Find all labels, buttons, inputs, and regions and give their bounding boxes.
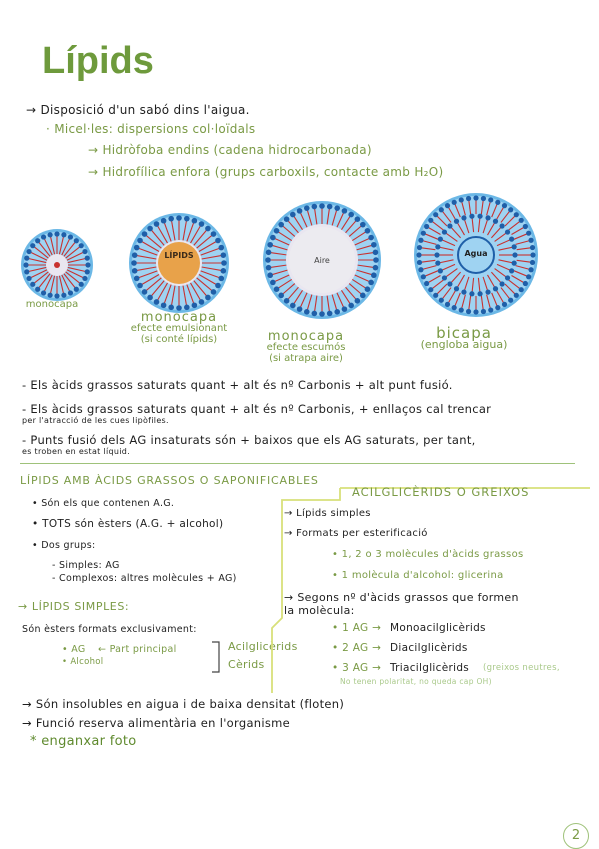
page-title: Lípids	[42, 40, 154, 82]
intro-line-1: → Disposició d'un sabó dins l'aigua.	[26, 103, 250, 117]
left-bullet-3: • Dos grups:	[32, 540, 96, 551]
diagram-3-sublabel: efecte escumós	[266, 342, 346, 353]
fact-1: - Els àcids grassos saturats quant + alt…	[22, 378, 453, 392]
right-line-1: → Lípids simples	[284, 508, 371, 519]
micelle-diagram-1	[21, 229, 93, 301]
diagram-3-note: (si atrapa aire)	[269, 353, 343, 364]
right-box	[271, 487, 590, 693]
left-subheading: → LÍPIDS SIMPLES:	[18, 600, 130, 613]
diagram-2-sublabel: efecte emulsionant	[130, 323, 228, 334]
intro-line-4: → Hidrofílica enfora (grups carboxils, c…	[88, 165, 444, 179]
left-simple-desc: Són èsters formats exclusivament:	[22, 624, 197, 635]
right-tri-note: (greixos neutres,	[483, 663, 560, 673]
diagram-4-note: (engloba aigua)	[420, 338, 508, 351]
left-alcohol: • Alcohol	[62, 657, 104, 667]
right-line-5-continued: la molècula:	[284, 604, 355, 617]
right-di-name: Diacilglicèrids	[390, 642, 468, 654]
diagram-1-label: monocapa	[25, 299, 79, 310]
diagram-2-note: (si conté lípids)	[140, 334, 218, 345]
diagram-2-label: monocapa	[140, 310, 218, 325]
diagram-2-inner-label: LÍPIDS	[164, 251, 194, 260]
section-divider	[20, 463, 575, 464]
right-mono-name: Monoacilglicèrids	[390, 622, 486, 634]
right-mono-count: • 1 AG →	[332, 622, 382, 634]
micelle-diagram-4	[414, 193, 538, 317]
right-tri-note-2: No tenen polaritat, no queda cap OH)	[340, 677, 492, 686]
micelle-diagram-2	[129, 213, 229, 313]
diagram-3-caption: monocapa efecte escumós (si atrapa aire)	[244, 329, 368, 364]
footer-line-2: → Funció reserva alimentària en l'organi…	[22, 716, 291, 730]
diagram-3-inner-label: Aire	[314, 256, 330, 265]
left-heading: LÍPIDS AMB ÀCIDS GRASSOS O SAPONIFICABLE…	[20, 474, 319, 487]
intro-line-3: → Hidròfoba endins (cadena hidrocarbonad…	[88, 143, 372, 157]
left-part-principal: ← Part principal	[98, 644, 177, 655]
right-heading: ACILGLICÈRIDS O GREIXOS	[352, 485, 530, 499]
left-result-2: Cèrids	[228, 658, 265, 671]
left-ag: • AG	[62, 644, 86, 655]
left-bullet-1: • Són els que contenen A.G.	[32, 498, 175, 509]
right-line-2: → Formats per esterificació	[284, 528, 428, 539]
diagram-4-label: bicapa	[436, 324, 492, 342]
diagram-4-caption: bicapa (engloba aigua)	[404, 324, 524, 351]
right-line-4: • 1 molècula d'alcohol: glicerina	[332, 570, 504, 581]
right-line-3: • 1, 2 o 3 molècules d'àcids grassos	[332, 549, 524, 560]
right-di-count: • 2 AG →	[332, 642, 382, 654]
fact-3-continued: es troben en estat líquid.	[22, 447, 130, 456]
left-bracket	[212, 641, 220, 673]
fact-2: - Els àcids grassos saturats quant + alt…	[22, 402, 492, 416]
diagram-3-label: monocapa	[267, 329, 345, 344]
left-bullet-2: • TOTS són èsters (A.G. + alcohol)	[32, 518, 224, 530]
left-result-1: Acilglicèrids	[228, 640, 298, 653]
page-number: 2	[563, 823, 589, 849]
micelle-diagram-3	[263, 201, 381, 319]
diagram-2-caption: monocapa efecte emulsionant (si conté lí…	[112, 310, 246, 345]
diagram-4-inner-label: Agua	[464, 249, 488, 258]
right-tri-name: Triacilglicèrids	[390, 662, 470, 674]
footer-line-3: * enganxar foto	[30, 734, 137, 749]
intro-line-2: · Micel·les: dispersions col·loïdals	[46, 122, 256, 136]
footer-line-1: → Són insolubles en aigua i de baixa den…	[22, 697, 345, 711]
left-group-simple: - Simples: AG	[52, 560, 120, 571]
right-tri-count: • 3 AG →	[332, 662, 382, 674]
right-line-5: → Segons nº d'àcids grassos que formen	[284, 591, 519, 604]
fact-2-continued: per l'atracció de les cues lipòfiles.	[22, 416, 169, 425]
fact-3: - Punts fusió dels AG insaturats són + b…	[22, 433, 476, 447]
left-group-complex: - Complexos: altres molècules + AG)	[52, 573, 237, 584]
